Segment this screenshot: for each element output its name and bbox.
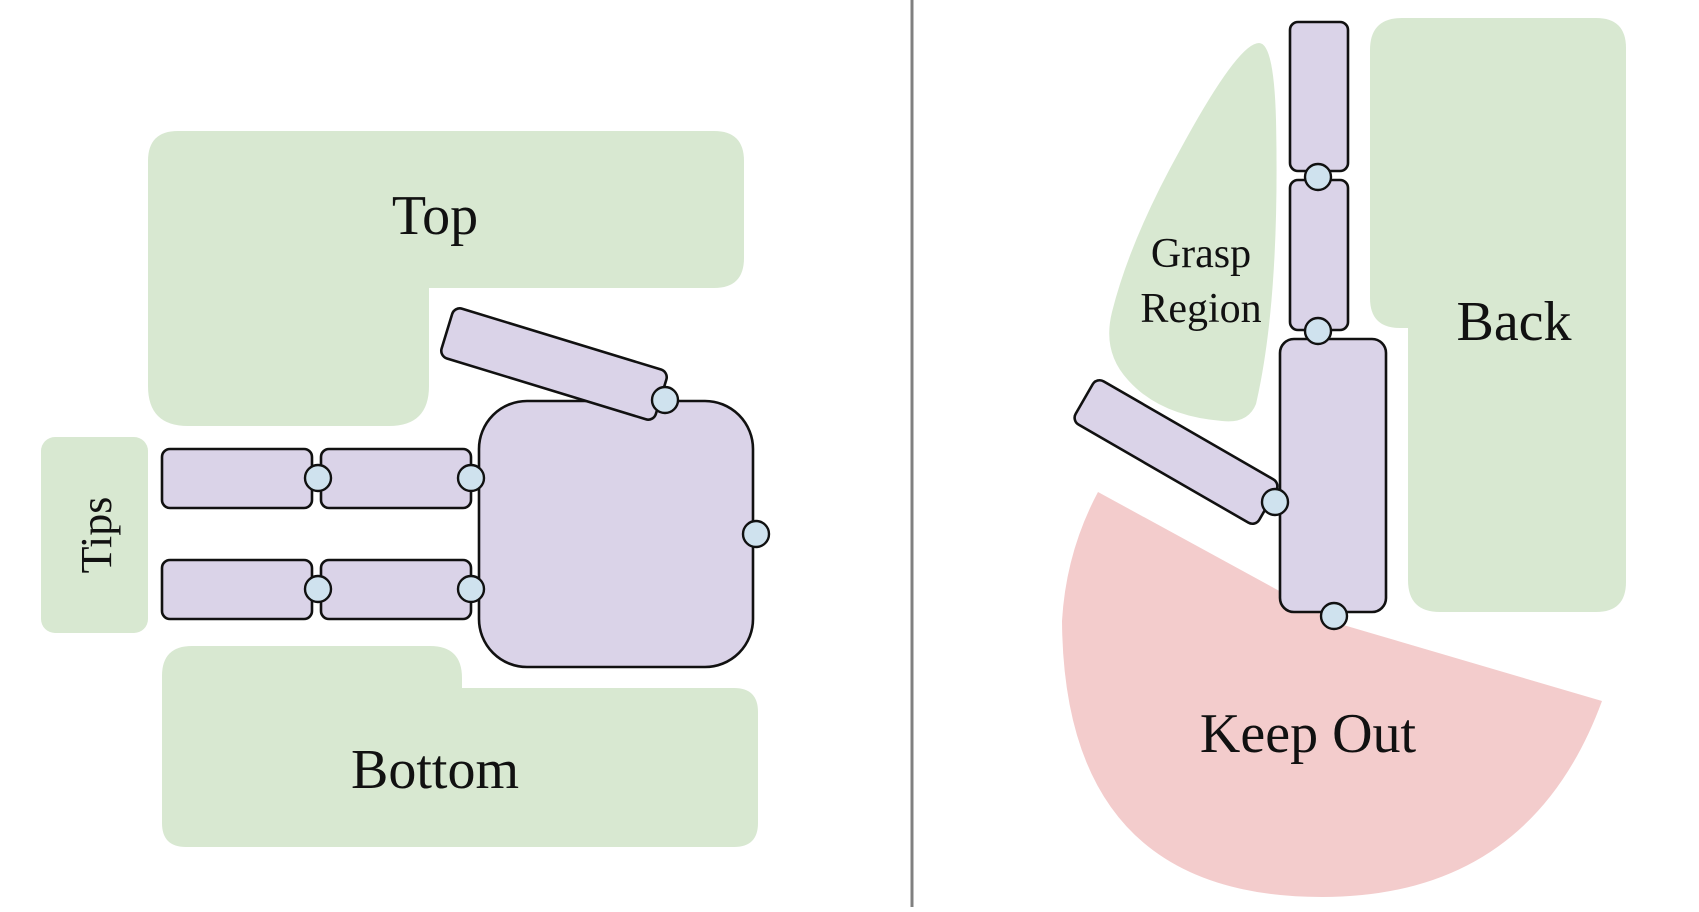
back-region-label: Back — [1456, 291, 1571, 353]
top-region — [148, 131, 744, 426]
finger-1-base-joint — [456, 463, 486, 493]
bottom-region — [162, 646, 758, 847]
wrist-joint — [741, 519, 771, 549]
upper-distal-link — [1288, 20, 1350, 173]
finger-1-distal-link — [160, 447, 314, 510]
base-joint — [1319, 601, 1349, 631]
middle-joint — [1303, 316, 1333, 346]
finger-2-distal-link — [160, 558, 314, 621]
keep-out-region-label: Keep Out — [1200, 703, 1417, 765]
finger-2-base-joint — [456, 574, 486, 604]
finger-2-proximal-link — [319, 558, 473, 621]
distal-joint — [1303, 162, 1333, 192]
top-region-label: Top — [392, 185, 478, 247]
left-panel: Top Tips Bottom — [41, 131, 771, 847]
tips-region — [41, 437, 148, 633]
grasp-region-label-line1: Grasp — [1151, 231, 1251, 277]
thumb-base-joint — [1260, 487, 1290, 517]
grasp-region-label-line2: Region — [1140, 286, 1261, 332]
thumb-joint — [650, 385, 680, 415]
finger-2-middle-joint — [303, 574, 333, 604]
palm-link — [477, 399, 755, 669]
finger-1-middle-joint — [303, 463, 333, 493]
back-region — [1370, 18, 1626, 612]
right-panel: Keep Out Grasp Region Back — [1062, 18, 1626, 897]
finger-1-proximal-link — [319, 447, 473, 510]
upper-proximal-link — [1278, 337, 1388, 614]
upper-middle-link — [1288, 178, 1350, 332]
tips-region-label: Tips — [72, 497, 121, 574]
bottom-region-label: Bottom — [351, 739, 519, 801]
grasp-region — [1109, 43, 1277, 422]
keep-out-region — [1062, 492, 1602, 897]
